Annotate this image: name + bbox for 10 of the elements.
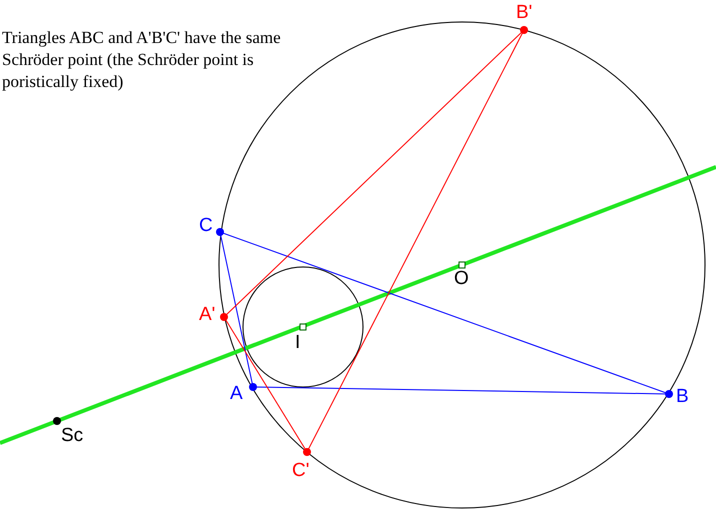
point-label: A' [199, 305, 216, 324]
point-label: B' [516, 3, 532, 22]
point-label: C [199, 216, 213, 235]
note-text: Triangles ABC and A'B'C' have the same Schröder point (the Schröder point is poristically fixed) [2, 27, 282, 93]
point-label: O [454, 269, 469, 288]
point-label: C' [292, 461, 310, 480]
point-label: B [676, 387, 689, 406]
point-label: Sc [61, 426, 84, 445]
point-label: A [230, 384, 243, 403]
point-label: I [295, 333, 300, 352]
